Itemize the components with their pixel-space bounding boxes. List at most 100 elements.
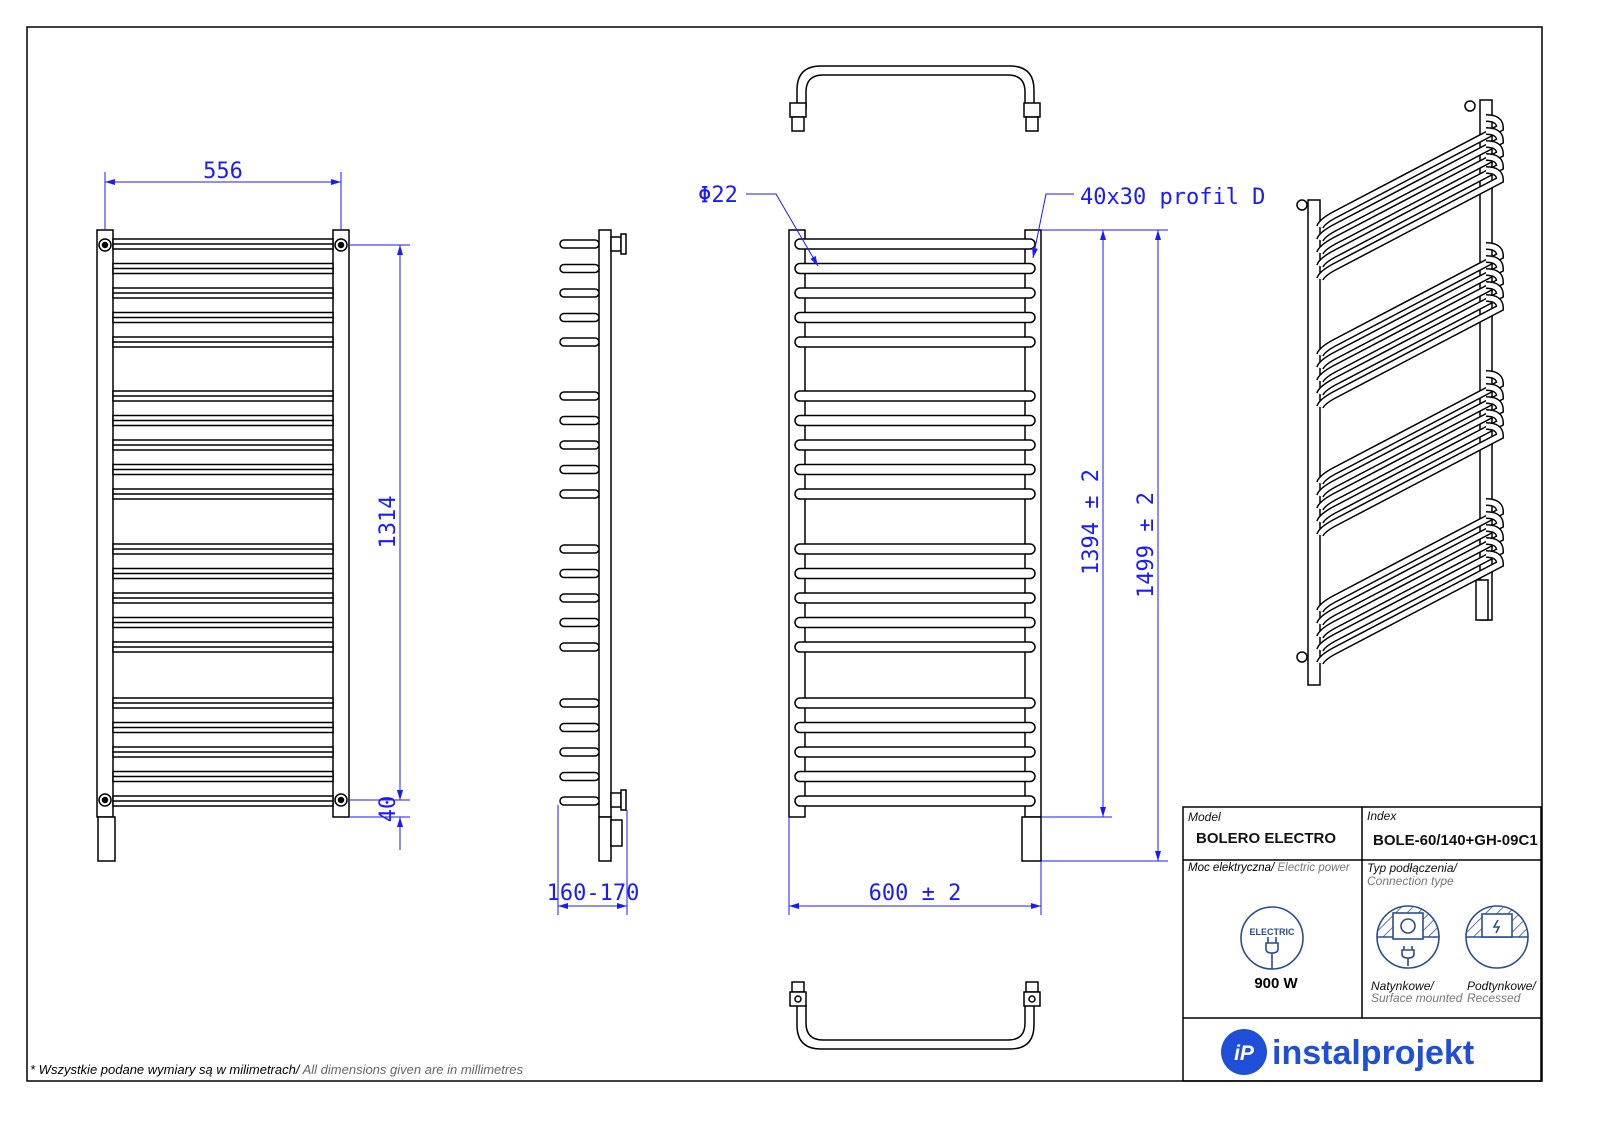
tube-bar-side xyxy=(559,337,600,347)
surface-mounted-icon xyxy=(1376,905,1440,969)
frame-border xyxy=(26,26,1543,1082)
tube-bar-perspective-fill xyxy=(1317,384,1503,498)
tube-bar xyxy=(794,592,1036,604)
tube-bar-perspective-fill xyxy=(1317,410,1503,524)
tube-bar-perspective-fill xyxy=(1317,397,1503,511)
tube-bar-perspective-fill xyxy=(1317,295,1503,409)
tube-bar-perspective-fill xyxy=(1317,128,1503,242)
back-view-dimensions xyxy=(104,172,410,850)
tube-bar xyxy=(794,390,1036,402)
tube-bar-side xyxy=(559,239,600,249)
recessed-label-pl: Podtynkowe/ xyxy=(1467,979,1537,993)
tube-bar-side xyxy=(559,568,600,579)
power-label-en: Electric power xyxy=(1274,862,1351,874)
index-label: Index xyxy=(1367,809,1397,823)
tube-bar xyxy=(794,567,1036,580)
tube-bar-side xyxy=(559,593,600,603)
tube-bar-side xyxy=(559,722,600,733)
power-value: 900 W xyxy=(1254,975,1298,992)
tube-bar-perspective-fill xyxy=(1317,499,1503,613)
tube-bar-side xyxy=(559,617,600,628)
tube-bar-side xyxy=(559,288,600,298)
tube-bar-perspective-fill xyxy=(1317,423,1503,537)
tube-bar-perspective-fill xyxy=(1317,115,1503,229)
tube-bar-perspective-fill xyxy=(1317,256,1503,370)
front-view xyxy=(788,229,1042,862)
tube-bar-perspective-fill xyxy=(1317,371,1503,485)
side-view xyxy=(559,229,627,862)
dim-depth: 160-170 xyxy=(547,881,640,906)
tube-bar-side xyxy=(559,747,600,757)
connection-label-pl: Typ podłączenia/ xyxy=(1367,861,1458,875)
power-label: Moc elektryczna/ Electric power xyxy=(1188,862,1351,874)
power-label-pl: Moc elektryczna/ xyxy=(1188,862,1276,874)
connection-label-en: Connection type xyxy=(1367,874,1454,888)
electric-icon-text: ELECTRIC xyxy=(1250,927,1296,937)
tube-bar-perspective-fill xyxy=(1317,141,1503,255)
side-view-dimensions xyxy=(557,805,628,915)
front-view-dimensions xyxy=(746,193,1168,915)
tube-bar xyxy=(794,697,1036,709)
top-view xyxy=(789,65,1041,132)
dim-40: 40 xyxy=(376,796,401,823)
tube-bar-side xyxy=(559,796,600,806)
dim-1314: 1314 xyxy=(376,496,401,549)
tube-bar-side xyxy=(559,544,600,554)
tube-bar-side xyxy=(559,440,600,450)
tube-bar-perspective-fill xyxy=(1317,551,1503,665)
tube-bar xyxy=(794,770,1036,783)
tube-bar-side xyxy=(559,263,600,274)
tube-bar xyxy=(794,439,1036,451)
dim-600: 600 ± 2 xyxy=(869,881,962,906)
tube-bar xyxy=(794,543,1036,555)
tube-bar-side xyxy=(559,489,600,499)
tube-bar xyxy=(794,336,1036,348)
tube-bar xyxy=(794,414,1036,427)
tube-bar-perspective-fill xyxy=(1317,525,1503,639)
tube-bar xyxy=(794,641,1036,653)
tube-bar-side xyxy=(559,642,600,652)
dim-profile: 40x30 profil D xyxy=(1080,185,1265,210)
back-view xyxy=(96,229,350,862)
tube-bar xyxy=(794,262,1036,275)
svg-text:iP: iP xyxy=(1234,1042,1255,1065)
dim-556: 556 xyxy=(203,159,243,184)
tube-bar-perspective-fill xyxy=(1317,512,1503,626)
tube-bar-side xyxy=(559,415,600,426)
tube-bar xyxy=(794,616,1036,629)
tube-bar xyxy=(794,287,1036,299)
footnote-en: All dimensions given are in millimetres xyxy=(299,1062,523,1077)
perspective-view xyxy=(1296,99,1505,686)
recessed-icon xyxy=(1465,905,1529,969)
tube-bar xyxy=(794,721,1036,734)
tube-bar xyxy=(794,311,1036,324)
footnote: * Wszystkie podane wymiary są w milimetr… xyxy=(30,1062,523,1077)
title-block xyxy=(1182,806,1542,1082)
recessed-label-en: Recessed xyxy=(1467,991,1521,1005)
tube-bar xyxy=(794,488,1036,500)
tube-bar-side xyxy=(559,698,600,708)
tube-bar-perspective-fill xyxy=(1317,243,1503,357)
dim-tube-diameter: Φ22 xyxy=(698,183,738,208)
tube-bar-side xyxy=(559,464,600,475)
tube-bar-side xyxy=(559,312,600,323)
tube-bar xyxy=(794,795,1036,807)
model-label: Model xyxy=(1188,810,1221,824)
tube-bar xyxy=(794,463,1036,476)
brand-logo-icon: iP xyxy=(1221,1029,1267,1075)
footnote-pl: * Wszystkie podane wymiary są w milimetr… xyxy=(30,1062,301,1077)
tube-bar-perspective-fill xyxy=(1317,282,1503,396)
tube-bar-perspective-fill xyxy=(1317,538,1503,652)
surface-label-en: Surface mounted xyxy=(1371,991,1463,1005)
electric-plug-icon xyxy=(1240,906,1304,970)
index-value: BOLE-60/140+GH-09C1 xyxy=(1373,832,1538,849)
tube-bar-perspective-fill xyxy=(1317,269,1503,383)
dim-1394: 1394 ± 2 xyxy=(1079,469,1104,575)
tube-bar-perspective-fill xyxy=(1317,167,1503,281)
surface-label-pl: Natynkowe/ xyxy=(1371,979,1435,993)
tube-bar xyxy=(794,238,1036,250)
brand-name: instalprojekt xyxy=(1272,1034,1474,1072)
dim-1499: 1499 ± 2 xyxy=(1134,492,1159,598)
